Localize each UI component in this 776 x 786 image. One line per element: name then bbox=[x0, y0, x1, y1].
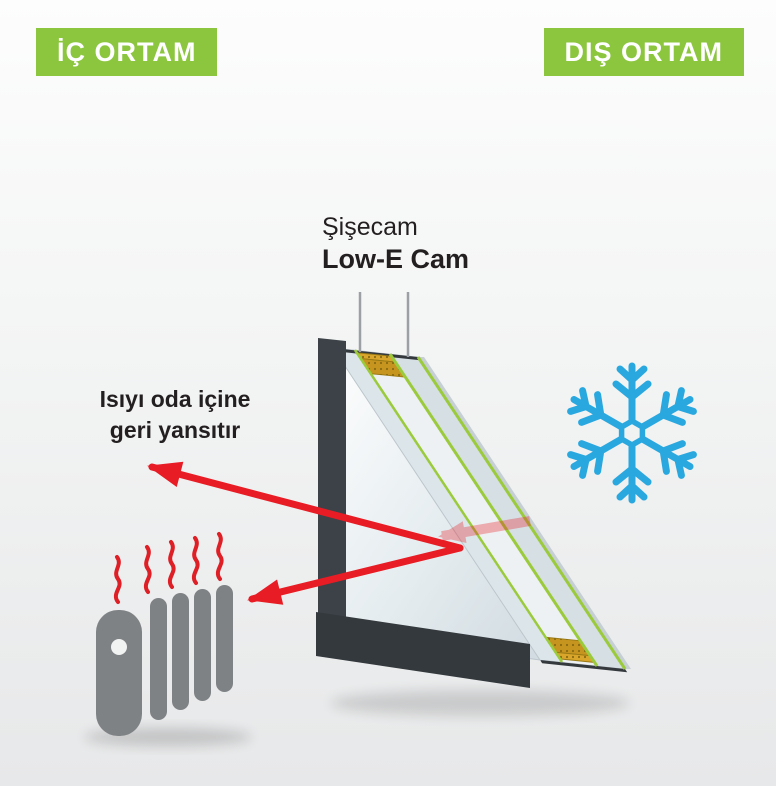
radiator-front-panel bbox=[96, 610, 142, 736]
glass-shadow bbox=[330, 690, 630, 716]
radiator-fin bbox=[216, 585, 233, 692]
heat-reflection-arrow-down bbox=[247, 544, 464, 605]
annotation-line-1: Isıyı oda içine bbox=[99, 386, 251, 412]
radiator-fin bbox=[172, 593, 189, 710]
product-name: Low-E Cam bbox=[322, 244, 470, 274]
indoor-environment-badge: İÇ ORTAM bbox=[36, 28, 218, 76]
reflection-annotation: Isıyı oda içine geri yansıtır bbox=[70, 384, 280, 446]
glass-product-label: Şişecam Low-E Cam bbox=[322, 212, 469, 276]
glass-unit-illustration bbox=[316, 338, 631, 688]
low-e-coating-line-inner bbox=[353, 349, 564, 663]
radiator-icon bbox=[96, 532, 233, 736]
heat-reflection-arrow-up bbox=[147, 461, 464, 552]
outdoor-environment-badge: DIŞ ORTAM bbox=[543, 28, 744, 76]
low-e-coating-line-outer bbox=[416, 356, 627, 670]
heat-reflection-arrows bbox=[147, 461, 464, 605]
window-frame-left bbox=[318, 338, 346, 660]
snowflake-center bbox=[618, 417, 646, 449]
window-frame-bottom bbox=[316, 612, 530, 688]
bottom-edge-cap bbox=[540, 660, 628, 673]
radiator-fin bbox=[150, 598, 167, 720]
annotation-line-2: geri yansıtır bbox=[109, 417, 241, 443]
radiator-hole bbox=[111, 639, 127, 655]
snowflake-icon bbox=[566, 366, 698, 500]
radiator-fin bbox=[194, 589, 211, 701]
inner-reflection-arrow bbox=[438, 516, 531, 543]
label-leader-lines bbox=[358, 292, 410, 357]
heat-flames-icon bbox=[113, 532, 224, 604]
brand-name: Şişecam bbox=[322, 213, 418, 241]
low-e-coating-line-middle bbox=[388, 353, 599, 667]
